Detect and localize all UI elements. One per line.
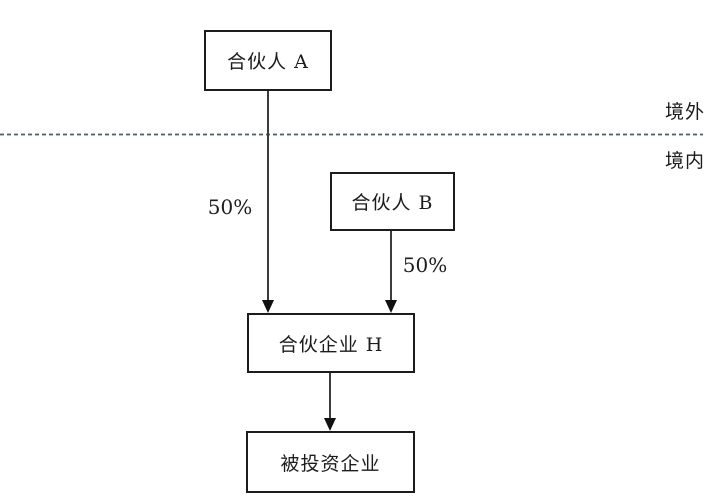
arrowhead-a-to-h-icon <box>262 300 274 313</box>
node-partnership-h-label: 合伙企业 H <box>278 333 384 356</box>
region-label-offshore: 境外 <box>664 101 705 123</box>
node-partner-a-label: 合伙人 A <box>227 51 309 73</box>
node-partner-b-label: 合伙人 B <box>351 192 434 214</box>
region-label-onshore: 境内 <box>664 150 705 172</box>
arrowhead-b-to-h-icon <box>385 300 397 313</box>
node-partner-b: 合伙人 B <box>330 172 455 231</box>
node-partnership-h: 合伙企业 H <box>247 313 415 373</box>
arrowhead-h-to-investee-icon <box>324 418 336 431</box>
node-partner-a: 合伙人 A <box>204 30 332 91</box>
edge-label-a-to-h: 50% <box>207 195 253 219</box>
node-investee: 被投资企业 <box>246 431 415 493</box>
edge-label-b-to-h: 50% <box>402 253 448 277</box>
node-investee-label: 被投资企业 <box>280 452 381 475</box>
